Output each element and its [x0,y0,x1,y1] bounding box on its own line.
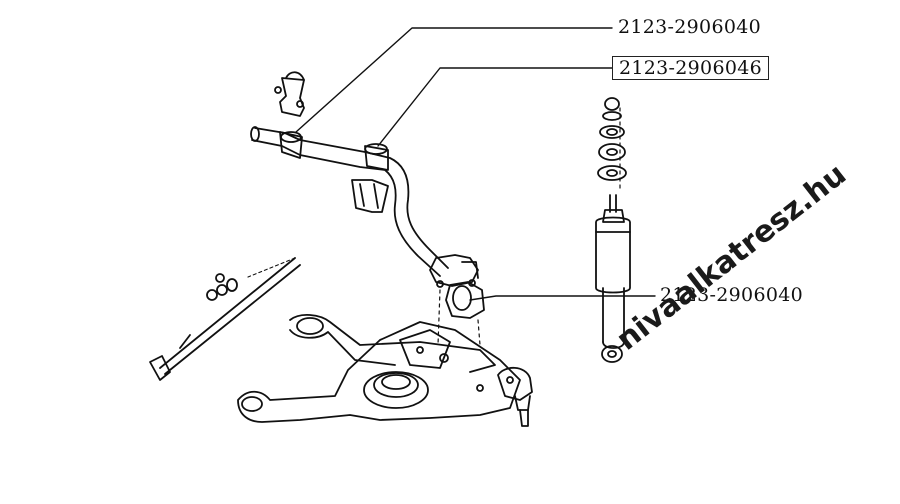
bar-clamp-upper [274,71,305,117]
part-number-label-lower: 2123-2906040 [660,284,803,306]
shock-absorber [595,194,631,363]
stabilizer-bar [250,126,449,277]
bar-clamp-middle [351,179,389,213]
leader-lines [295,27,656,301]
part-number-label-top: 2123-2906040 [618,16,761,38]
link-cushion [445,281,485,319]
stabilizer-bushing-left [279,131,303,159]
ball-joint [497,366,533,427]
lower-control-arm [237,321,521,423]
shock-mount-hardware [597,97,627,181]
part-number-label-boxed: 2123-2906046 [612,56,769,80]
link-bracket [429,254,479,288]
upper-control-arm [289,314,496,373]
stabilizer-bushing-right [364,143,389,171]
tie-rod [149,257,301,381]
